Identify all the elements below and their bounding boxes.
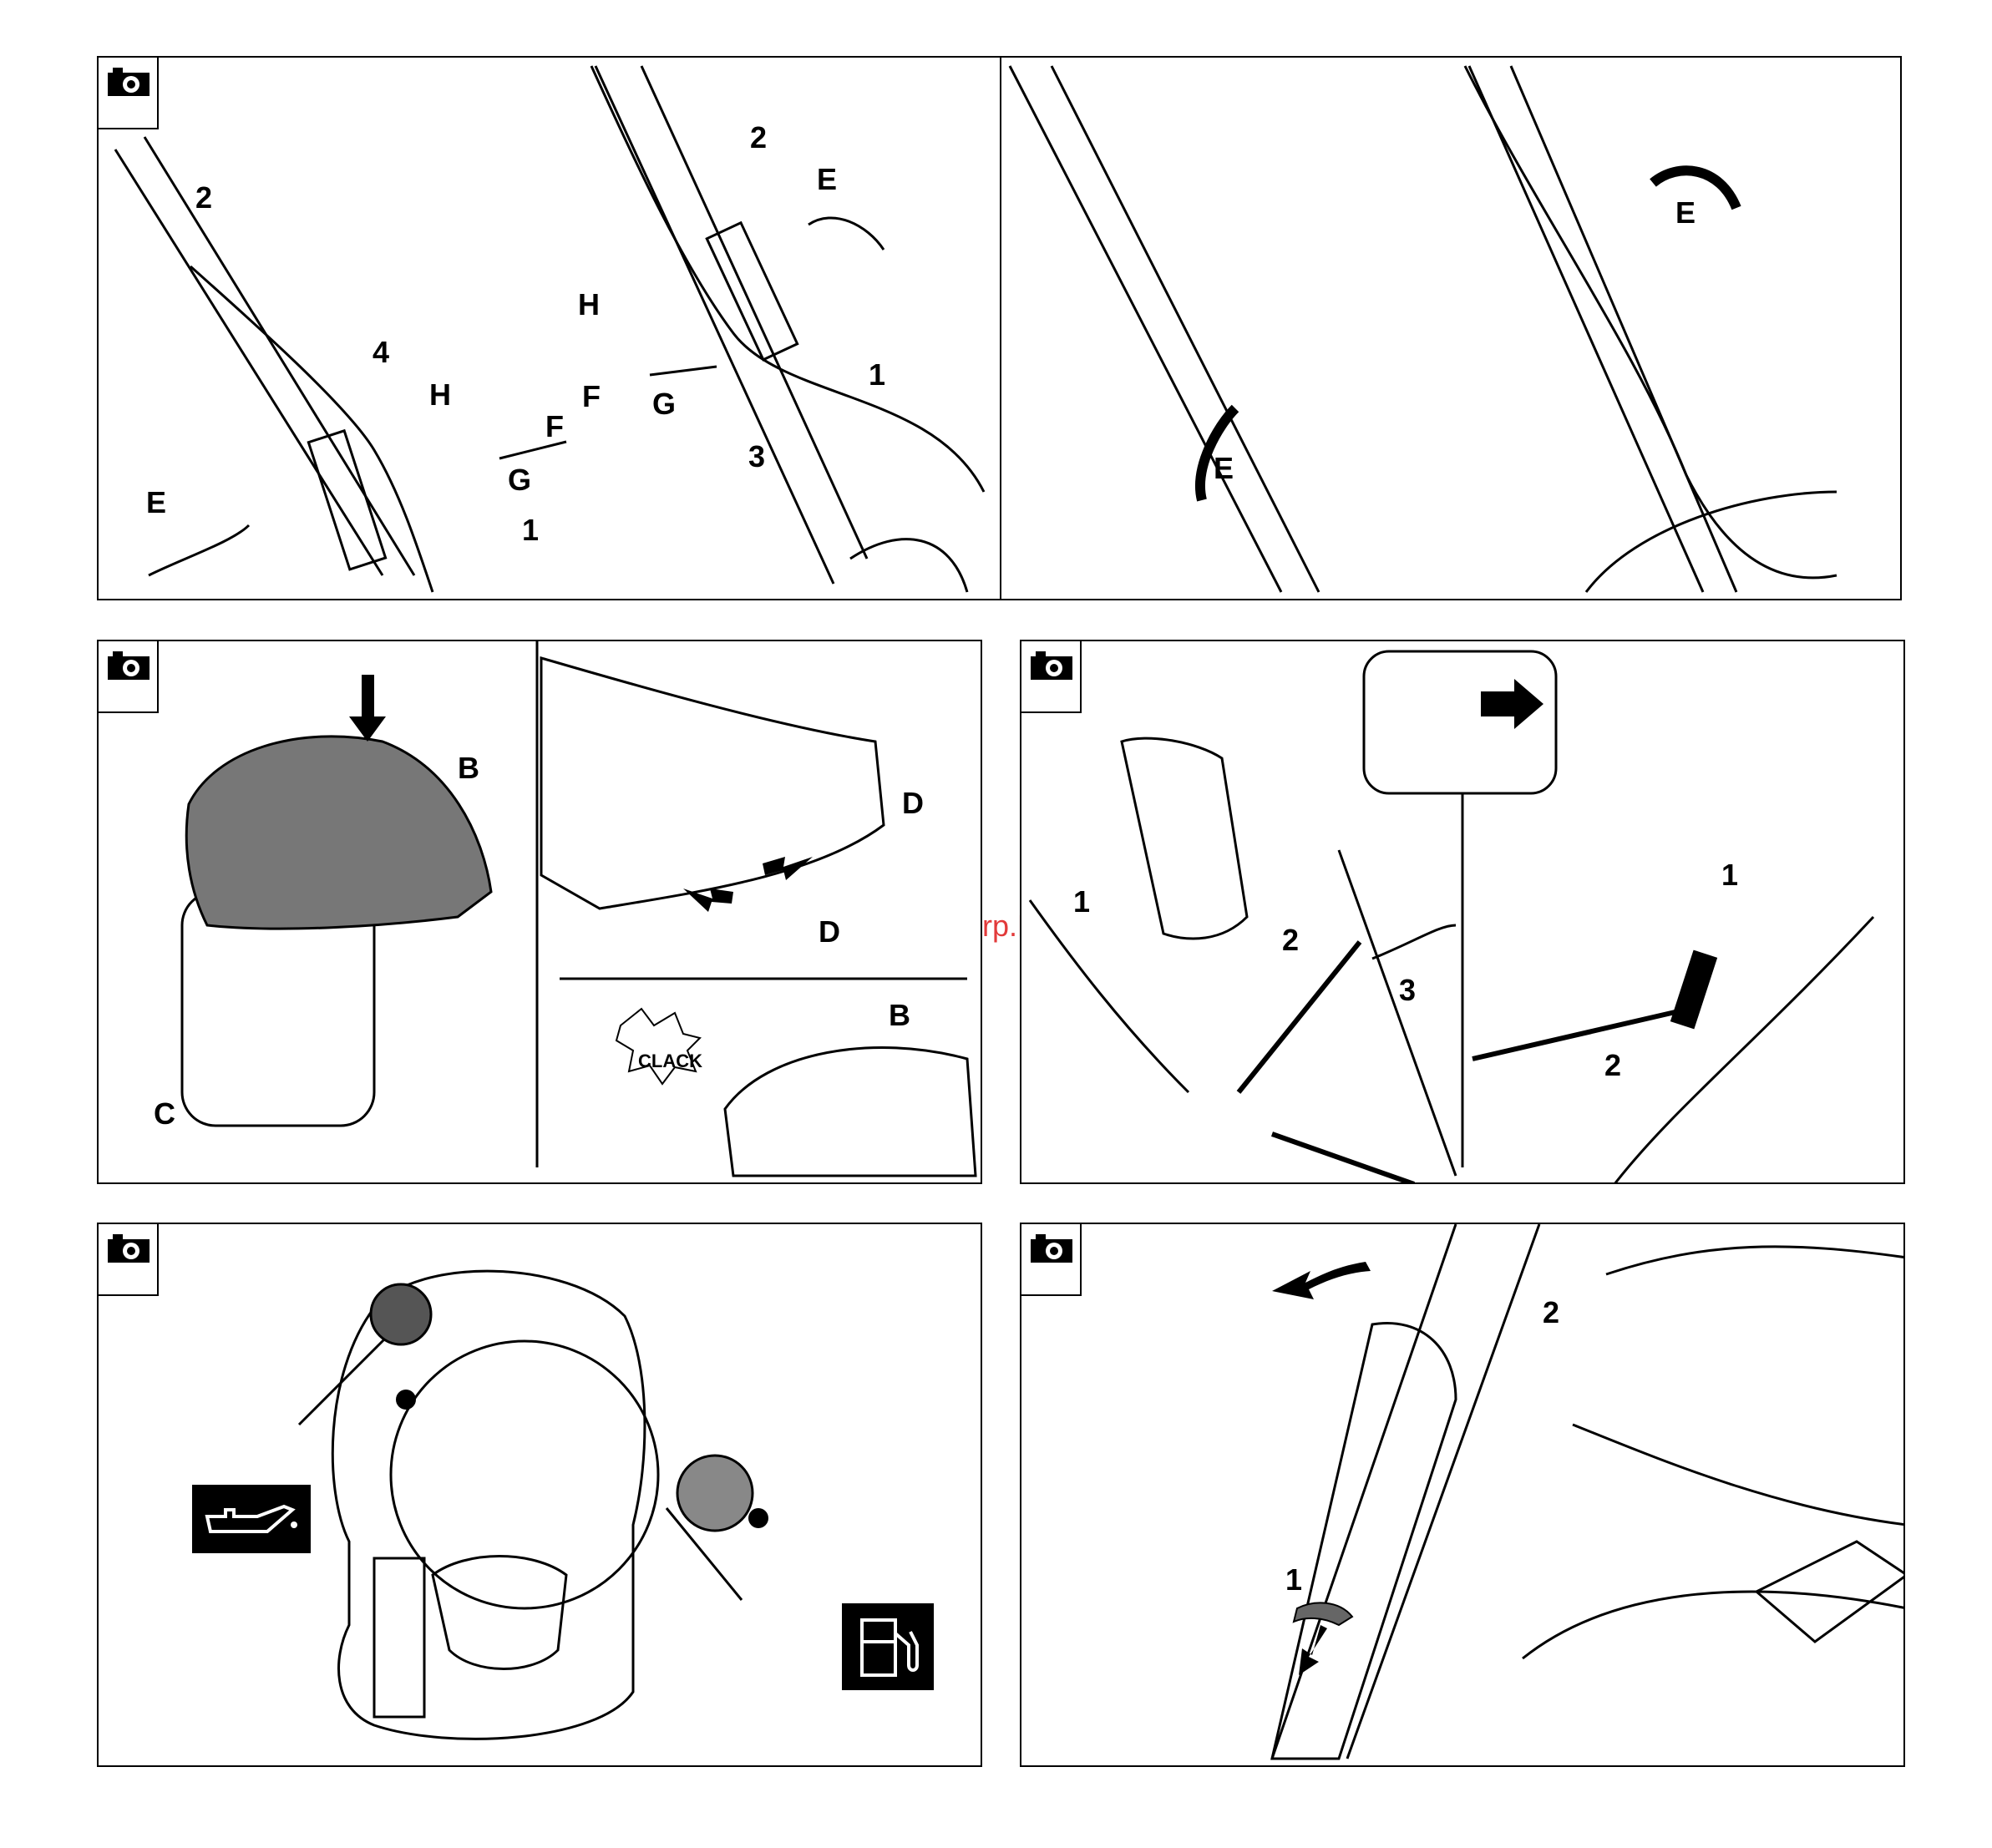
panel-spark-plug: 1 2 3 1 2 <box>1020 640 1905 1184</box>
oil-can-icon <box>192 1485 311 1553</box>
handle-assembly-illustration <box>99 58 1001 600</box>
label-B: B <box>889 1000 910 1030</box>
label-2: 2 <box>750 123 767 153</box>
label-2: 2 <box>1543 1298 1559 1328</box>
label-C: C <box>154 1099 175 1129</box>
label-2: 2 <box>1604 1051 1621 1081</box>
engine-cover-illustration <box>99 641 982 1184</box>
label-1: 1 <box>522 515 539 545</box>
spark-plug-illustration <box>1021 641 1905 1184</box>
panel-handle-locking: E E <box>1000 56 1902 600</box>
camera-icon <box>106 64 151 98</box>
camera-badge <box>99 58 159 129</box>
label-G: G <box>508 465 531 495</box>
fuel-pump-icon <box>842 1603 934 1690</box>
label-D: D <box>819 917 840 947</box>
label-2: 2 <box>1282 925 1299 955</box>
handle-release-illustration <box>1021 1224 1905 1767</box>
camera-badge <box>99 641 159 713</box>
label-3: 3 <box>1399 975 1416 1005</box>
label-1: 1 <box>1721 860 1738 890</box>
panel-engine-cover: B C D D B CLACK <box>97 640 982 1184</box>
handle-locking-illustration <box>1001 58 1902 600</box>
label-1: 1 <box>869 360 885 390</box>
panel-handle-assembly: 2 4 H F G E 1 2 E H F G 1 3 <box>97 56 1001 600</box>
label-F: F <box>582 382 601 412</box>
camera-badge <box>1021 1224 1082 1296</box>
camera-icon <box>1029 1231 1074 1264</box>
label-4: 4 <box>373 337 389 367</box>
label-E: E <box>1214 453 1234 484</box>
label-2: 2 <box>195 183 212 213</box>
camera-icon <box>106 1231 151 1264</box>
label-F: F <box>545 412 564 442</box>
label-B: B <box>458 753 479 783</box>
label-1: 1 <box>1285 1565 1302 1595</box>
camera-badge <box>99 1224 159 1296</box>
label-D: D <box>902 788 924 818</box>
label-1: 1 <box>1073 887 1090 917</box>
label-E: E <box>1675 198 1695 228</box>
label-E: E <box>146 488 166 518</box>
label-E: E <box>817 165 837 195</box>
camera-icon <box>106 648 151 681</box>
clack-text: CLACK <box>638 1052 702 1071</box>
label-G: G <box>652 389 676 419</box>
panel-engine-caps <box>97 1223 982 1767</box>
label-H: H <box>429 380 451 410</box>
panel-handle-release: 1 2 <box>1020 1223 1905 1767</box>
camera-icon <box>1029 648 1074 681</box>
label-3: 3 <box>748 442 765 472</box>
label-H: H <box>578 290 600 320</box>
camera-badge <box>1021 641 1082 713</box>
